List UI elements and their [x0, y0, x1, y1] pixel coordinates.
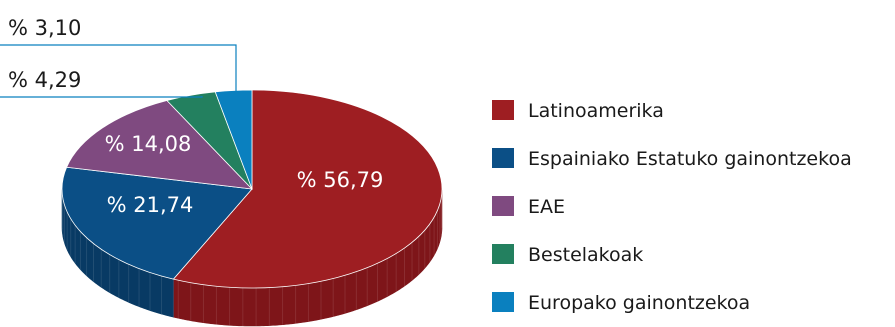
legend-label-europako-gainontzekoa: Europako gainontzekoa	[528, 292, 750, 314]
legend-swatch-latinoamerika	[492, 100, 514, 120]
legend-label-latinoamerika: Latinoamerika	[528, 100, 664, 122]
legend-swatch-eae	[492, 196, 514, 216]
legend-label-bestelakoak: Bestelakoak	[528, 244, 643, 266]
slice-label-eae: % 14,08	[105, 132, 192, 156]
slice-label-europako-gainontzekoa: % 3,10	[8, 16, 81, 40]
legend-swatch-europako-gainontzekoa	[492, 292, 514, 312]
pie-slices	[61, 89, 443, 289]
leader-lines	[0, 44, 237, 98]
pie-slice-eae	[66, 100, 254, 190]
slice-label-bestelakoak: % 4,29	[8, 68, 81, 92]
pie-slice-latinoamerika	[172, 89, 443, 289]
pie-sides	[61, 189, 443, 327]
slice-labels: % 56,79 % 21,74 % 14,08 % 4,29 % 3,10	[8, 16, 383, 217]
legend-label-espainiako-estatuko-gainontzekoa: Espainiako Estatuko gainontzekoa	[528, 148, 852, 170]
pie-slice-europako-gainontzekoa	[214, 89, 253, 190]
pie-slice-espainiako-estatuko-gainontzekoa	[61, 166, 253, 280]
legend-swatch-bestelakoak	[492, 244, 514, 264]
slice-label-latinoamerika: % 56,79	[297, 168, 384, 192]
legend-label-eae: EAE	[528, 196, 565, 218]
leader-line-bestelakoak	[0, 96, 203, 98]
leader-line-europako-gainontzekoa	[0, 44, 237, 92]
legend-swatch-espainiako-estatuko-gainontzekoa	[492, 148, 514, 168]
slice-label-espainiako-estatuko-gainontzekoa: % 21,74	[107, 193, 194, 217]
